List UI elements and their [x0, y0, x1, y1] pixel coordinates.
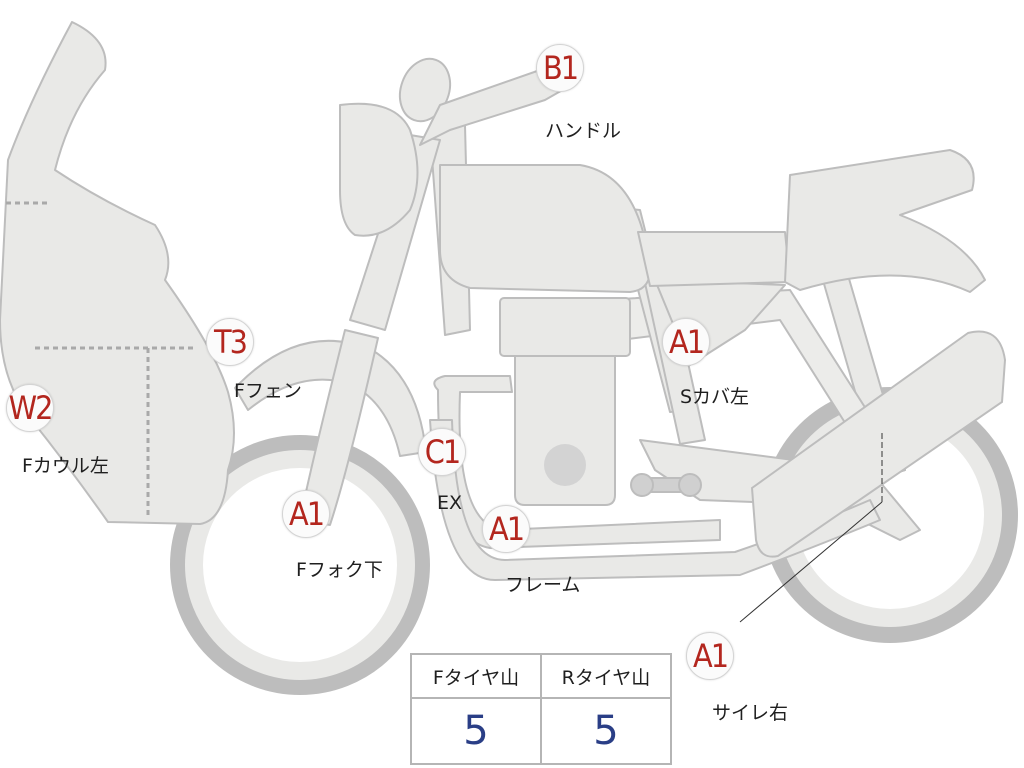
rear-tire-tread-header: Rタイヤ山 [540, 653, 672, 699]
front-tire-tread-value: 5 [410, 697, 542, 765]
damage-code-badge-exhaust: C1 [418, 428, 466, 476]
damage-code-badge-silencer-right: A1 [686, 632, 734, 680]
tire-tread-table: Fタイヤ山 Rタイヤ山 5 5 [410, 653, 672, 765]
damage-code-badge-handlebar: B1 [536, 44, 584, 92]
silencer [750, 330, 1007, 558]
damage-code-badge-frame: A1 [482, 505, 530, 553]
engine-cover [544, 444, 586, 486]
front-wheel [170, 435, 430, 695]
part-label-front-cowl-left: Fカウル左 [22, 455, 109, 477]
seat-front [637, 231, 791, 287]
part-label-handlebar: ハンドル [545, 120, 622, 142]
fuel-tank [439, 164, 651, 293]
cowl-section-lines [6, 201, 193, 518]
front-wheel-rim [185, 450, 415, 680]
part-label-frame: フレーム [505, 574, 581, 596]
engine-top [499, 297, 631, 357]
front-cowl [0, 21, 235, 525]
damage-code-badge-front-cowl-left: W2 [6, 384, 54, 432]
front-tire-tread-header: Fタイヤ山 [410, 653, 542, 699]
damage-code-badge-front-fender: T3 [206, 318, 254, 366]
exhaust-pipe-lower [429, 419, 881, 581]
part-label-front-fork-lower: Fフォク下 [296, 559, 383, 581]
part-label-silencer-right: サイレ右 [712, 702, 789, 724]
silencer-leader-line [739, 432, 883, 623]
part-label-exhaust: EX [437, 492, 463, 514]
damage-code-badge-front-fork-lower: A1 [282, 490, 330, 538]
headlight-housing [339, 102, 419, 237]
rear-tire-tread-value: 5 [540, 697, 672, 765]
front-fork [299, 329, 379, 526]
engine-block [514, 355, 616, 506]
part-label-front-fender: Fフェン [234, 380, 302, 402]
damage-code-badge-side-cover-left: A1 [662, 318, 710, 366]
seat-rear [784, 149, 986, 293]
part-label-side-cover-left: Sカバ左 [680, 386, 750, 408]
meter [398, 57, 452, 123]
